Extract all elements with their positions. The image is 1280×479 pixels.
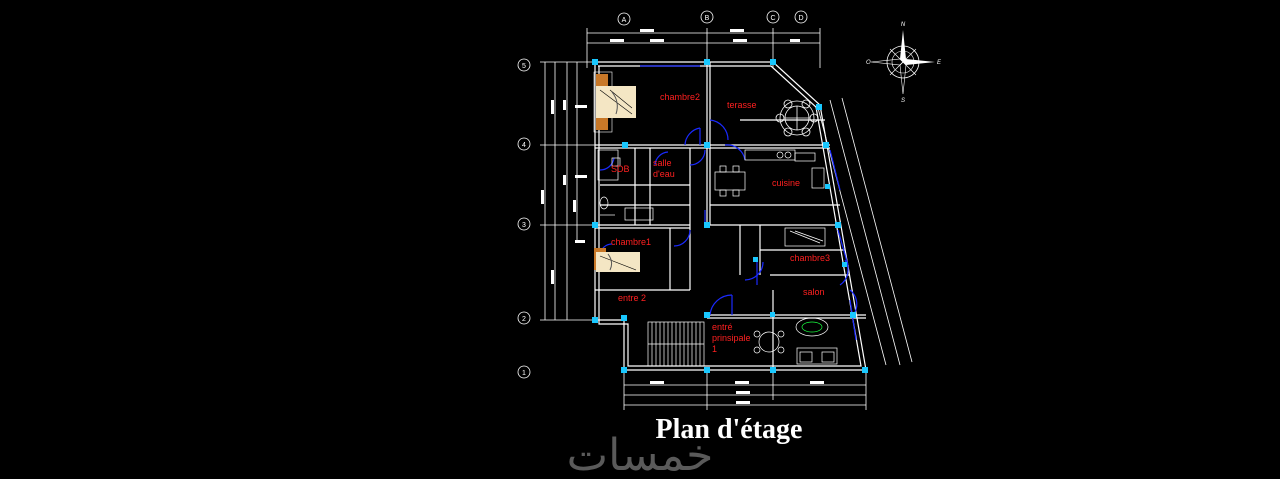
watermark-logo: خمسات [567, 430, 714, 479]
wardrobe-chambre3 [784, 227, 826, 247]
dimension-ticks [541, 29, 824, 404]
room-label-chambre3: chambre3 [790, 253, 830, 263]
axis-label-5: 5 [522, 63, 526, 70]
room-label-cuisine: cuisine [772, 178, 800, 188]
room-label-chambre2: chambre2 [660, 92, 700, 102]
axis-label-3: 3 [522, 222, 526, 229]
axis-markers-left [517, 58, 531, 379]
axis-label-b: B [705, 15, 710, 22]
compass-s: S [901, 98, 905, 104]
salon-furniture [753, 317, 838, 365]
room-label-entree-line3: 1 [712, 344, 717, 354]
room-label-entree-line2: prinsipale [712, 333, 751, 343]
room-label-salon: salon [803, 287, 825, 297]
room-label-entree-line1: entré [712, 322, 733, 332]
dimension-lines [540, 28, 913, 410]
walls [594, 61, 867, 371]
compass-o: O [866, 60, 871, 66]
room-label-salle-eau-line2: d'eau [653, 169, 675, 179]
kitchen-fixtures [714, 149, 825, 197]
axis-label-2: 2 [522, 316, 526, 323]
axis-label-1: 1 [522, 370, 526, 377]
compass-n: N [901, 22, 906, 28]
axis-label-d: D [798, 15, 803, 22]
room-label-chambre1: chambre1 [611, 237, 651, 247]
dining-table-terasse [775, 99, 819, 137]
room-label-salle-eau-line1: salle [653, 158, 672, 168]
bathroom-fixtures [597, 149, 654, 221]
stair [647, 321, 705, 367]
bed-chambre1 [594, 248, 640, 272]
axis-label-a: A [622, 17, 627, 24]
compass-rose-icon [870, 30, 935, 95]
axis-label-c: C [770, 15, 775, 22]
axis-markers-top [617, 10, 808, 26]
drawing-title: Plan d'étage [656, 414, 803, 445]
structural-columns [592, 59, 868, 373]
compass-e: E [937, 60, 942, 66]
room-label-entre2: entre 2 [618, 293, 646, 303]
room-label-sdb: SDB [611, 164, 630, 174]
room-label-terasse: terasse [727, 100, 757, 110]
axis-label-4: 4 [522, 142, 526, 149]
bed-chambre2 [593, 71, 636, 133]
